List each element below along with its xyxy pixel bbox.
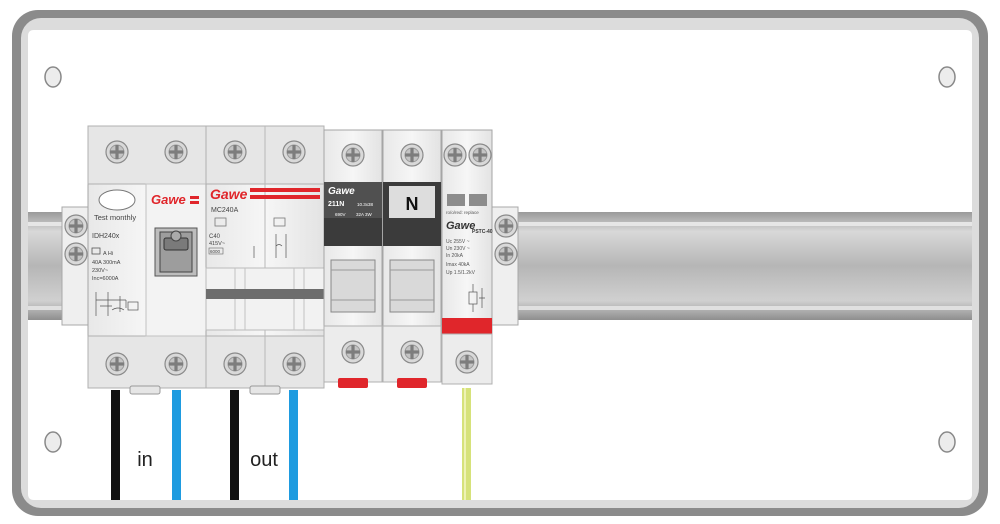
spd-module[interactable]: ro/o/red: replace Gawe PSTC-40 Uc 255V ~… bbox=[441, 129, 493, 385]
test-button[interactable] bbox=[98, 189, 136, 211]
mcb-voltage: 415V~ bbox=[209, 241, 225, 247]
fuse-voltage: 690V bbox=[335, 212, 346, 217]
mounting-hole-bottom-left bbox=[44, 431, 62, 453]
cable-in-label: in bbox=[137, 449, 153, 471]
spd-imax: Imax 40kA bbox=[446, 262, 470, 268]
rcbo-toggle[interactable] bbox=[154, 227, 198, 277]
mounting-hole-bottom-right bbox=[938, 431, 956, 453]
fuse-brand: Gawe bbox=[328, 186, 355, 197]
spd-window-label: ro/o/red: replace bbox=[446, 210, 479, 215]
neutral-module[interactable]: N bbox=[382, 129, 442, 388]
spd-in: In 20kA bbox=[446, 253, 464, 259]
cable-out-neutral bbox=[289, 390, 298, 500]
spd-brand: Gawe bbox=[446, 220, 475, 232]
rcbo-spec-1: A Hi bbox=[103, 251, 113, 257]
mcb-din-clip-right bbox=[249, 385, 281, 395]
fuse-release-tab[interactable] bbox=[338, 378, 368, 388]
cables: in out bbox=[111, 388, 471, 500]
rcbo-test-label: Test monthly bbox=[94, 213, 136, 222]
mcb-module[interactable]: Gawe MC240A C40 415V~ 6000 bbox=[129, 125, 325, 395]
mounting-hole-top-right bbox=[938, 66, 956, 88]
end-stop-left bbox=[61, 206, 93, 326]
rcbo-spec-3: 230V~ bbox=[92, 268, 108, 274]
rcbo-wiring-symbol bbox=[95, 292, 139, 316]
cable-out-phase bbox=[230, 390, 239, 500]
spd-uc: Uc 255V ~ bbox=[446, 239, 470, 245]
mcb-toggle[interactable] bbox=[205, 267, 325, 331]
spd-circuit-symbol bbox=[468, 284, 485, 312]
fuse-rating: 32A 3W bbox=[356, 212, 373, 217]
rcbo-spec-4: Inc=6000A bbox=[92, 276, 119, 282]
rcbo-module[interactable]: Test monthly IDH240x A Hi 40A 300mA 230V… bbox=[87, 125, 207, 389]
spd-model: PSTC-40 bbox=[472, 229, 493, 235]
neutral-release-tab[interactable] bbox=[397, 378, 427, 388]
mcb-label-window-right bbox=[273, 217, 286, 227]
rcbo-spec-2: 40A 300mA bbox=[92, 260, 121, 266]
neutral-handle[interactable] bbox=[389, 259, 435, 313]
rcbo-model: IDH240x bbox=[92, 233, 120, 240]
end-stop-right bbox=[491, 206, 519, 326]
spd-status-window-right bbox=[469, 194, 487, 206]
fuse-module[interactable]: Gawe 211N 10.3x38 690V 32A 3W bbox=[323, 129, 383, 388]
neutral-label: N bbox=[406, 194, 419, 214]
mcb-model: MC240A bbox=[211, 207, 239, 214]
mounting-hole-top-left bbox=[44, 66, 62, 88]
mcb-code: 6000 bbox=[210, 249, 221, 254]
rcbo-type-icon bbox=[91, 247, 101, 255]
mcb-wiring-symbol bbox=[253, 234, 287, 258]
cable-in-phase bbox=[111, 390, 120, 500]
fuse-handle[interactable] bbox=[330, 259, 376, 313]
mcb-brand: Gawe bbox=[210, 186, 248, 202]
mcb-din-clip-left bbox=[129, 385, 161, 395]
cable-out-label: out bbox=[250, 449, 278, 471]
fuse-size: 10.3x38 bbox=[357, 202, 374, 207]
spd-status-window-left bbox=[447, 194, 465, 206]
cable-in-neutral bbox=[172, 390, 181, 500]
mcb-rating: C40 bbox=[209, 234, 221, 240]
spd-un: Un 230V ~ bbox=[446, 246, 470, 252]
rcbo-brand: Gawe bbox=[151, 192, 186, 207]
fuse-model: 211N bbox=[328, 201, 344, 208]
cable-earth bbox=[462, 388, 471, 500]
mcb-label-window-left bbox=[214, 217, 227, 227]
spd-up: Up 1.5/1.2kV bbox=[446, 270, 476, 276]
